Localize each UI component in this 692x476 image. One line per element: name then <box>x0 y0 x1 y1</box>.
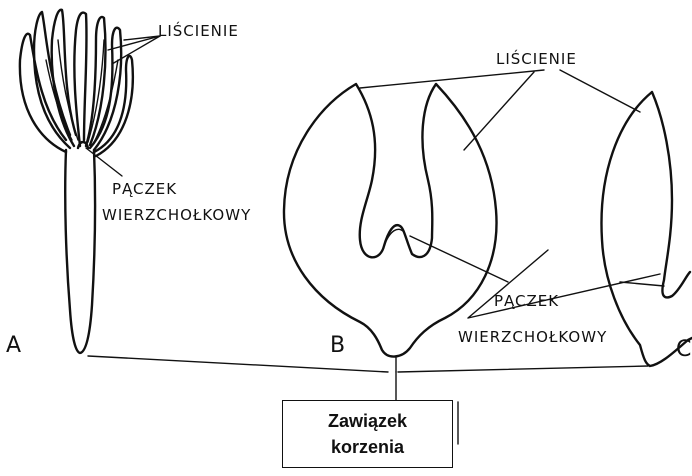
pointer-bc-cotyledons-1 <box>360 70 544 88</box>
label-cotyledons-a: LIŚCIENIE <box>158 21 239 40</box>
root-rudiment-box: Zawiązek korzenia <box>282 400 453 468</box>
pointer-bc-bud-2 <box>620 282 664 286</box>
label-bud-bc-line1: PĄCZEK <box>494 292 559 310</box>
embryo-a-stalk <box>65 150 95 353</box>
embryo-c-outline <box>601 92 692 366</box>
letter-a: A <box>6 333 21 358</box>
pointer-bc-bud-1 <box>410 236 508 282</box>
label-bud-a-line1: PĄCZEK <box>112 180 177 198</box>
label-cotyledons-bc: LIŚCIENIE <box>496 49 577 68</box>
label-bud-bc-line2: WIERZCHOŁKOWY <box>458 328 607 346</box>
embryo-c <box>468 92 692 366</box>
pointer-a-cotyledons-2 <box>112 36 160 64</box>
root-pointers <box>88 356 648 400</box>
pointer-root-c <box>398 366 648 372</box>
pointer-root-a <box>88 356 388 372</box>
letter-c: C <box>676 337 691 362</box>
pointer-bc-cotyledons-2 <box>464 72 534 150</box>
label-bud-a-line2: WIERZCHOŁKOWY <box>102 206 251 224</box>
pointer-a-cotyledons-1 <box>108 36 160 50</box>
embryo-b <box>284 84 497 357</box>
embryo-b-outline <box>284 84 497 357</box>
letter-b: B <box>330 333 345 358</box>
pointer-bc-cotyledons-3 <box>560 70 640 112</box>
root-box-line2: korzenia <box>331 434 404 460</box>
root-box-line1: Zawiązek <box>328 408 407 434</box>
embryo-a-bud <box>78 142 88 148</box>
embryo-a-cotyledon-4 <box>74 13 86 146</box>
